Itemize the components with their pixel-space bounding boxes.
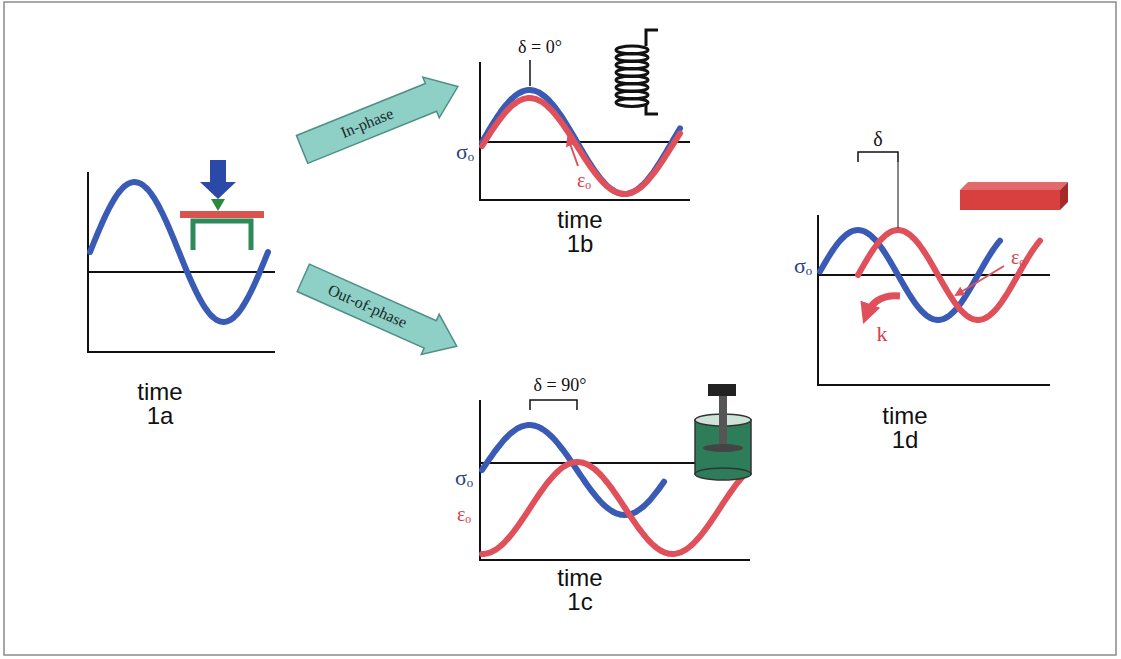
- indenter-icon: [180, 160, 264, 250]
- stress-symbol: σₒ: [455, 467, 473, 489]
- stress-symbol: σₒ: [794, 255, 812, 277]
- panel-number: 1b: [567, 232, 594, 256]
- signal-wave: [858, 230, 1040, 320]
- signal-wave: [820, 230, 1000, 320]
- stiffness-symbol: k: [877, 323, 888, 345]
- axis-label: time: [557, 208, 602, 232]
- axis-label: time: [557, 566, 602, 590]
- phase-line: [898, 162, 899, 228]
- signal-wave: [482, 425, 664, 515]
- strain-symbol: εₒ: [457, 504, 471, 524]
- signal-wave: [90, 182, 268, 322]
- signal-wave: [482, 90, 680, 194]
- phase-bracket: [858, 152, 898, 162]
- strain-symbol: εₒ: [1011, 247, 1025, 267]
- phase-bracket: [530, 400, 577, 410]
- out-of-phase-arrow: Out-of-phase: [293, 256, 467, 367]
- waves: [90, 90, 1040, 554]
- in-phase-arrow: In-phase: [293, 65, 468, 171]
- spring-coil: [616, 99, 648, 107]
- stress-symbol: σₒ: [456, 141, 474, 163]
- phase-tick: [529, 60, 531, 86]
- phase-angle: δ: [873, 129, 882, 149]
- phase-angle: δ = 90°: [534, 376, 587, 394]
- strain-symbol: εₒ: [577, 170, 591, 190]
- frame: [4, 2, 1116, 655]
- axis-label: time: [882, 404, 927, 428]
- beam-icon: [960, 182, 1068, 210]
- arrow-body: [294, 66, 466, 170]
- leader-line: [568, 138, 578, 166]
- panel-number: 1a: [147, 404, 174, 428]
- panel-number: 1d: [892, 428, 919, 452]
- arrow-body: [294, 258, 465, 367]
- leader-line: [956, 266, 1004, 295]
- curved-arrow: [866, 296, 900, 316]
- dashpot-icon: [695, 384, 751, 480]
- panel-number: 1c: [567, 590, 592, 614]
- axis-label: time: [137, 380, 182, 404]
- spring-icon: [616, 30, 658, 114]
- signal-wave: [482, 98, 680, 194]
- phase-angle: δ = 0°: [518, 38, 562, 56]
- axes: [88, 62, 1050, 560]
